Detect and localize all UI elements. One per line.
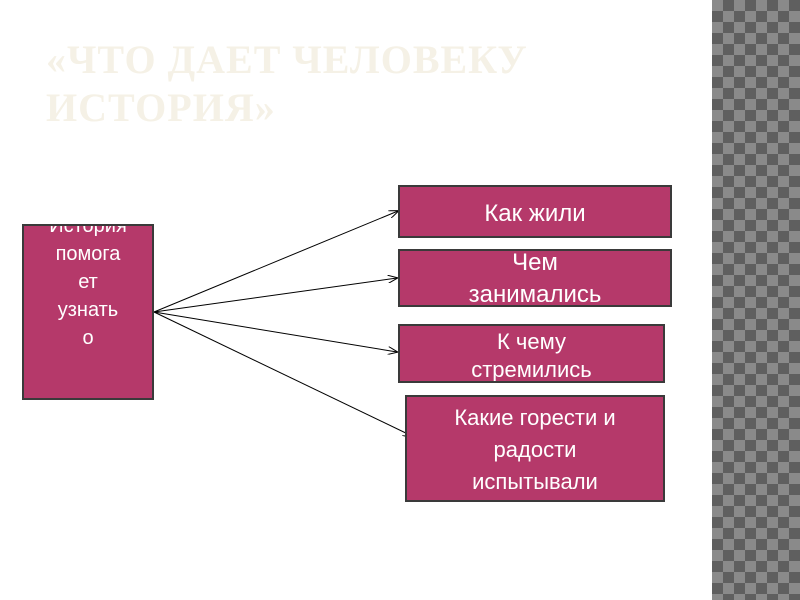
slide-title: «ЧТО ДАЕТ ЧЕЛОВЕКУ ИСТОРИЯ» <box>46 37 528 130</box>
arrow-to-chem-zanimalis <box>153 278 397 313</box>
target-box-text: Чем занимались <box>468 249 602 307</box>
target-box-text: К чему стремились <box>471 329 592 382</box>
arrows-layer <box>153 0 712 600</box>
arrow-to-k-chemu-stremilis <box>153 311 397 352</box>
target-box-chem-zanimalis: Чем занимались <box>398 249 672 307</box>
arrow-to-kak-zhili <box>153 211 398 313</box>
target-box-goresti-radosti: Какие горести и радости испытывали <box>405 395 665 502</box>
target-box-kak-zhili: Как жили <box>398 185 672 238</box>
target-box-k-chemu-stremilis: К чему стремились <box>398 324 665 383</box>
source-box: История помога ет узнать о <box>22 224 154 400</box>
decorative-side-pattern <box>712 0 800 600</box>
slide: «ЧТО ДАЕТ ЧЕЛОВЕКУ ИСТОРИЯ» История помо… <box>22 0 712 600</box>
arrow-to-gorestie-radosti <box>153 311 412 436</box>
source-box-text: История помога ет узнать о <box>49 224 127 349</box>
target-box-text: Какие горести и радости испытывали <box>454 405 616 494</box>
target-box-text: Как жили <box>484 200 586 227</box>
